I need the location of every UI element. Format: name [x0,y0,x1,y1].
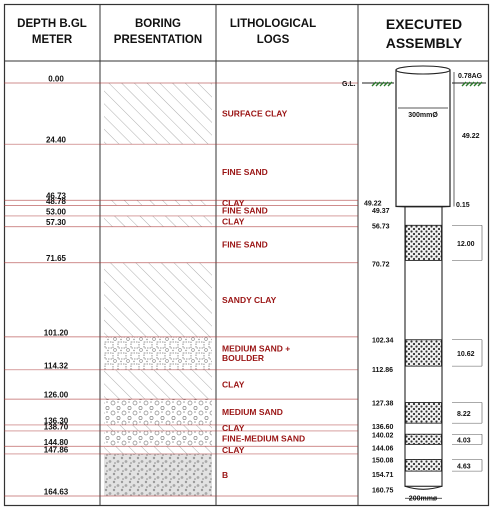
boring-pattern-2 [104,200,212,206]
boring-pattern-0 [104,83,212,145]
ground-hatch-mark [465,81,471,87]
ground-level-label: G.L. [342,81,356,88]
ground-hatch-mark [379,81,385,87]
screen-length-label: 4.63 [457,463,471,470]
boring-pattern-9 [104,399,212,425]
header-boring-line1: BORING [135,18,181,30]
depth-label: 71.65 [46,254,67,263]
reducer-length-label: 0.15 [456,202,470,209]
header-assembly-line2: ASSEMBLY [386,35,463,51]
depth-label: 53.00 [46,207,67,216]
pipe-start-label: 49.37 [372,208,390,215]
screen-bottom-label: 112.86 [372,367,393,374]
screen-1 [405,339,442,367]
screen-2 [405,402,442,424]
ground-hatch-mark [371,81,377,87]
lith-label: FINE SAND [222,167,268,177]
housing-bottom-label: 49.22 [364,200,382,207]
depth-label: 48.78 [46,197,67,206]
lith-label: FINE-MEDIUM SAND [222,434,305,444]
screen-length-label: 4.03 [457,437,471,444]
screen-bottom-label: 70.72 [372,261,390,268]
screen-top-label: 140.02 [372,432,394,439]
table-grid [3,3,490,507]
lith-label: SURFACE CLAY [222,109,288,119]
table-header: DEPTH B.GL METER BORING PRESENTATION LIT… [17,16,463,51]
boring-pattern-11 [104,430,212,447]
screen-4 [405,459,442,472]
header-lith-line1: LITHOLOGICAL [230,18,316,30]
lith-label: CLAY [222,216,245,226]
ground-hatch-mark [473,81,479,87]
screen-bottom-label: 144.06 [372,445,394,452]
lith-label: CLAY [222,379,245,389]
boring-pattern-13 [104,453,212,496]
boring-pattern-12 [104,446,212,454]
screen-top-label: 102.34 [372,338,394,345]
housing-length-label: 49.22 [462,133,480,140]
depth-label: 24.40 [46,136,67,145]
lith-label: FINE SAND [222,240,268,250]
screen-0 [405,224,442,261]
screen-length-label: 8.22 [457,411,471,418]
executed-assembly: G.L.0.78AG300mmØ200mmø49.2249.3749.220.1… [342,65,486,502]
boring-pattern-4 [104,215,212,227]
table-frame [3,3,490,507]
screen-length-label: 12.00 [457,241,475,248]
lith-label: MEDIUM SAND + [222,344,290,354]
bottom-diameter-label: 200mmø [409,495,438,502]
depth-label: 144.80 [44,438,69,447]
lith-label: CLAY [222,198,245,208]
above-ground-label: 0.78AG [458,73,483,80]
header-boring-line2: PRESENTATION [114,34,202,46]
screen-bottom-label: 136.60 [372,424,394,431]
ground-hatch-mark [477,81,483,87]
screen-3 [405,433,442,445]
screen-length-label: 10.62 [457,351,475,358]
screen-top-label: 56.73 [372,223,390,230]
lith-label: B [222,470,228,480]
top-diameter-label: 300mmØ [408,112,438,119]
ground-hatch-mark [383,81,389,87]
depth-label: 164.63 [44,488,69,497]
depth-label: 114.32 [44,361,69,370]
ground-hatch-mark [375,81,381,87]
pipe-bottom-cap [404,485,443,490]
ground-hatch-mark [387,81,393,87]
housing-cap [395,65,451,75]
pipe-bottom-label: 160.75 [372,487,394,494]
depth-label: 57.30 [46,218,67,227]
header-depth-line1: DEPTH B.GL [17,18,87,30]
lith-label: BOULDER [222,353,264,363]
depth-label: 136.30 [44,416,69,425]
header-lith-line2: LOGS [257,34,290,46]
depth-label: 138.70 [44,422,69,431]
header-depth-line2: METER [32,34,73,46]
screen-top-label: 127.38 [372,401,394,408]
boring-pattern-6 [104,262,212,337]
lith-label: SANDY CLAY [222,295,277,305]
screen-top-label: 150.08 [372,457,394,464]
lith-label: FINE SAND [222,206,268,216]
depth-label: 46.73 [46,192,67,201]
boring-pattern-7 [104,336,212,370]
lith-label: CLAY [222,423,245,433]
depth-label: 126.00 [44,391,69,400]
housing-pipe [395,69,451,208]
depth-label: 101.20 [44,328,69,337]
boring-pattern-10 [104,424,212,431]
depth-label: 0.00 [48,75,64,84]
ground-hatch-mark [469,81,475,87]
lith-label: MEDIUM SAND [222,407,283,417]
boring-pattern-8 [104,369,212,400]
depth-label: 147.86 [44,445,69,454]
header-assembly-line1: EXECUTED [386,16,462,32]
lith-label: CLAY [222,445,245,455]
screen-bottom-label: 154.71 [372,472,394,479]
ground-hatch-mark [461,81,467,87]
